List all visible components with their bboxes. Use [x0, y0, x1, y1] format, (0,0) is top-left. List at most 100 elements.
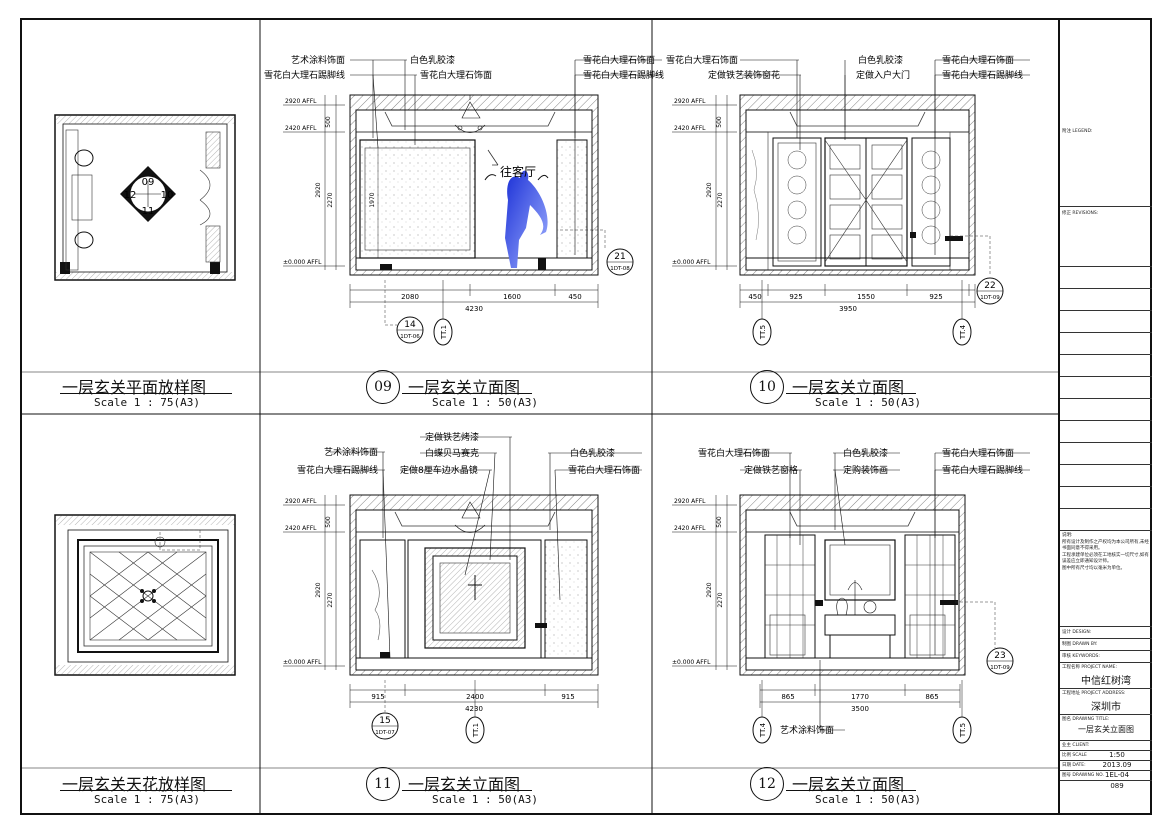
level-e10-floor: ±0.000 AFFL	[672, 259, 711, 266]
label-e11-5: 定做8厘车边水晶镜	[400, 464, 478, 476]
vdim-e12-2920: 2920	[706, 582, 713, 597]
vdim-e10-2920: 2920	[706, 182, 713, 197]
hdim-e10-b: 925	[789, 293, 802, 301]
hdim-e09-total: 4230	[465, 305, 483, 313]
callout-e10-22-sheet: 1DT-09	[980, 295, 1000, 301]
level-e12-floor: ±0.000 AFFL	[672, 659, 711, 666]
tb-revisions-label: 修正 REVISIONS:	[1062, 211, 1099, 216]
tb-date-label: 日期 DATE:	[1062, 763, 1086, 768]
ceiling-drawing	[54, 514, 236, 676]
caption-11-scale: Scale 1 : 50(A3)	[432, 793, 538, 806]
level-e09-top: 2920 AFFL	[285, 98, 317, 105]
tb-scale-label: 比例 SCALE	[1062, 753, 1087, 758]
vdim-e09-2920: 2920	[315, 182, 322, 197]
callout-e09-21-sheet: 1DT-08	[610, 266, 630, 272]
label-e11-3: 定做铁艺烤漆	[425, 431, 479, 443]
hdim-e09-c: 450	[568, 293, 581, 301]
level-e10-top: 2920 AFFL	[674, 98, 706, 105]
marker-12: 12	[124, 190, 137, 201]
elevation-10: 雪花白大理石饰面 定做铁艺装饰窗花 白色乳胶漆 定做入户大门 雪花白大理石饰面 …	[666, 54, 1030, 346]
label-e09-5: 雪花白大理石饰面	[583, 54, 655, 66]
marker-09: 09	[142, 177, 155, 188]
label-e12-6: 雪花白大理石踢脚线	[942, 464, 1023, 476]
label-e09-1: 艺术涂料饰面	[291, 54, 345, 66]
hdim-e12-c: 865	[925, 693, 938, 701]
caption-11-number: 11	[366, 767, 400, 801]
tb-notes: 说明: 所有设计及制作之产权均为本公司所有,未经书面同意不得采用。 工程承建单位…	[1062, 533, 1149, 571]
hdim-e11-c: 915	[561, 693, 574, 701]
tb-keywords-label: 审核 KEYWORDS:	[1062, 654, 1100, 659]
caption-09-rule	[402, 393, 532, 394]
callout-e11-15: 15	[379, 716, 390, 726]
caption-10-rule	[786, 393, 916, 394]
level-e11-floor: ±0.000 AFFL	[283, 659, 322, 666]
label-e09-6: 雪花白大理石踢脚线	[583, 69, 664, 81]
tb-address: 深圳市	[1091, 702, 1121, 713]
label-e11-7: 雪花白大理石饰面	[568, 464, 640, 476]
section-marker-diamond: 09 10 11 12	[120, 166, 176, 222]
tb-project-label: 工程名称 PROJECT NAME:	[1062, 665, 1117, 670]
vdim-e10-2270: 2270	[717, 192, 724, 207]
hdim-e10-total: 3950	[839, 305, 857, 313]
vdim-e11-2270: 2270	[327, 592, 334, 607]
caption-plan-rule	[60, 393, 232, 394]
vdim-e10-500: 500	[716, 116, 723, 128]
tb-client-label: 业主 CLIENT:	[1062, 743, 1090, 748]
label-e10-4: 定做入户大门	[856, 69, 910, 81]
caption-12-number: 12	[750, 767, 784, 801]
hdim-e11-total: 4230	[465, 705, 483, 713]
callout-e09-21: 21	[614, 252, 625, 262]
marker-11: 11	[142, 206, 155, 217]
tb-drawing-label: 图名 DRAWING TITLE:	[1062, 717, 1110, 722]
level-e09-floor: ±0.000 AFFL	[283, 259, 322, 266]
title-block: 附注 LEGEND: 修正 REVISIONS: 说明: 所有设计及制作之产权均…	[1058, 18, 1152, 815]
vdim-e11-500: 500	[325, 516, 332, 528]
label-e12-7: 艺术涂料饰面	[780, 724, 834, 736]
elevation-12: 雪花白大理石饰面 定做铁艺窗格 白色乳胶漆 定购装饰画 雪花白大理石饰面 雪花白…	[672, 447, 1030, 744]
callout-e11-15-sheet: 1DT-07	[375, 730, 395, 736]
marker-10: 10	[161, 190, 174, 201]
elevation-11: 艺术涂料饰面 雪花白大理石踢脚线 定做铁艺烤漆 白蝶贝马赛克 定做8厘车边水晶镜…	[283, 431, 642, 744]
hdim-e10-c: 1550	[857, 293, 875, 301]
tb-no: 1EL-04	[1104, 771, 1130, 779]
label-e09-4: 雪花白大理石饰面	[420, 69, 492, 81]
room-label: 往客厅	[500, 164, 536, 179]
tb-project-name: 中信红树湾	[1081, 676, 1131, 687]
level-e11-mid: 2420 AFFL	[285, 525, 317, 532]
tb-drawing-title: 一层玄关立面图	[1078, 725, 1134, 734]
caption-ceiling-title: 一层玄关天花放样图	[62, 775, 207, 794]
tb-page: 089	[1110, 782, 1124, 790]
hdim-e11-a: 915	[371, 693, 384, 701]
vdim-e11-2920: 2920	[315, 582, 322, 597]
caption-09-number: 09	[366, 370, 400, 404]
callout-e09-14: 14	[404, 320, 416, 330]
axis-e12-left: TT.4	[759, 722, 767, 738]
label-e12-1: 雪花白大理石饰面	[698, 447, 770, 459]
level-e10-mid: 2420 AFFL	[674, 125, 706, 132]
label-e12-4: 定购装饰画	[843, 464, 888, 476]
caption-09-scale: Scale 1 : 50(A3)	[432, 396, 538, 409]
caption-plan-scale: Scale 1 : 75(A3)	[94, 396, 200, 409]
label-e11-4: 白蝶贝马赛克	[425, 447, 479, 459]
hdim-e12-a: 865	[781, 693, 794, 701]
vdim-e09-500: 500	[325, 116, 332, 128]
caption-09-title: 一层玄关立面图	[408, 378, 521, 397]
label-e09-3: 白色乳胶漆	[410, 54, 455, 66]
axis-e12-right: TT.5	[959, 723, 967, 738]
axis-e10-right: TT.4	[959, 324, 967, 340]
tb-address-label: 工程地址 PROJECT ADDRESS:	[1062, 691, 1126, 696]
hdim-e10-d: 925	[929, 293, 942, 301]
sheet-frame	[20, 18, 1152, 815]
tb-legend-label: 附注 LEGEND:	[1062, 129, 1093, 134]
hdim-e09-b: 1600	[503, 293, 521, 301]
label-e11-2: 雪花白大理石踢脚线	[297, 464, 378, 476]
level-e09-mid: 2420 AFFL	[285, 125, 317, 132]
label-e11-1: 艺术涂料饰面	[324, 446, 378, 458]
callout-e12-23: 23	[994, 651, 1005, 661]
vdim-e09-2270: 2270	[327, 192, 334, 207]
label-e10-3: 白色乳胶漆	[858, 54, 903, 66]
tb-no-label: 图号 DRAWING NO.	[1062, 773, 1104, 778]
label-e10-2: 定做铁艺装饰窗花	[708, 69, 780, 81]
